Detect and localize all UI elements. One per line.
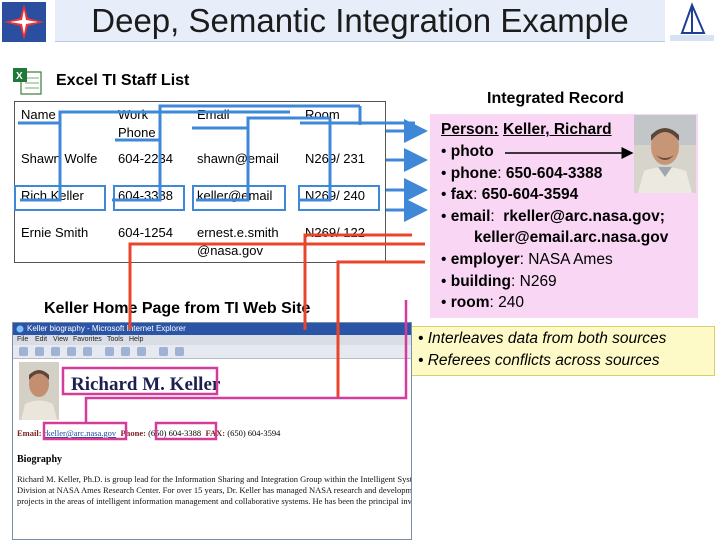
back-icon[interactable] — [19, 347, 28, 356]
favorites-icon[interactable] — [121, 347, 130, 356]
biography-line: Division at NASA Ames Research Center. F… — [17, 485, 412, 495]
menu-help[interactable]: Help — [129, 336, 144, 343]
biography-line: Richard M. Keller, Ph.D. is group lead f… — [17, 474, 412, 484]
record-employer: • employer: NASA Ames — [441, 251, 613, 268]
menu-favorites[interactable]: Favorites — [73, 336, 102, 343]
integrated-record-title: Integrated Record — [487, 90, 624, 107]
record-person: Person: Keller, Richard — [441, 120, 612, 140]
cell-name-row1: Shawn Wolfe — [21, 151, 98, 166]
browser-window: Keller biography - Microsoft Internet Ex… — [12, 322, 412, 540]
menu-edit[interactable]: Edit — [35, 336, 48, 343]
svg-text:X: X — [16, 71, 23, 82]
record-phone-label: phone — [450, 165, 498, 182]
phone-value: (650) 604-3388 — [148, 428, 202, 438]
mail-icon[interactable] — [159, 347, 168, 356]
record-phone: • phone: 650-604-3388 — [441, 165, 603, 182]
record-fax-label: fax — [450, 186, 474, 203]
record-room: • room: 240 — [441, 294, 524, 311]
record-phone-value: 650-604-3388 — [505, 165, 603, 182]
browser-window-title: Keller biography - Microsoft Internet Ex… — [27, 324, 186, 333]
cell-phone-row2: 604-3388 — [118, 188, 173, 203]
cell-room-row1: N269/ 231 — [305, 151, 365, 166]
record-email-value-1: rkeller@arc.nasa.gov; — [503, 208, 665, 225]
biography-heading: Biography — [17, 454, 63, 465]
record-email-line2: keller@email.arc.nasa.gov — [474, 228, 668, 248]
staff-table: Name Work Phone Email Room Shawn Wolfe 6… — [14, 101, 386, 263]
cell-name-row3: Ernie Smith — [21, 225, 89, 240]
note-item: • Interleaves data from both sources — [418, 330, 667, 347]
record-building-value: N269 — [519, 273, 557, 290]
record-building: • building: N269 — [441, 273, 557, 290]
browser-content: Richard M. Keller Email: rkeller@arc.nas… — [13, 360, 412, 539]
compass-star-logo — [2, 2, 46, 42]
stop-icon[interactable] — [51, 347, 60, 356]
record-fax-value: 650-604-3594 — [481, 186, 579, 203]
record-fax: • fax: 650-604-3594 — [441, 186, 579, 203]
email-link[interactable]: rkeller@arc.nasa.gov — [43, 428, 117, 438]
notes-box: • Interleaves data from both sources • R… — [411, 326, 715, 376]
home-page-caption: Keller Home Page from TI Web Site — [44, 300, 311, 317]
search-icon[interactable] — [105, 347, 114, 356]
note-text: Referees conflicts across sources — [427, 352, 660, 369]
record-person-value: Keller, Richard — [503, 121, 612, 138]
record-photo-label: photo — [450, 143, 494, 160]
contact-line: Email: rkeller@arc.nasa.gov Phone: (650)… — [17, 428, 280, 438]
record-employer-value: NASA Ames — [528, 251, 613, 268]
cell-email-row1: shawn@email — [197, 151, 279, 166]
cell-email-row3: ernest.e.smith @nasa.gov — [197, 225, 279, 258]
ie-icon — [16, 325, 24, 333]
record-room-label: room — [450, 294, 490, 311]
page-title: Deep, Semantic Integration Example — [91, 2, 629, 39]
person-name-heading: Richard M. Keller — [71, 374, 221, 395]
refresh-icon[interactable] — [67, 347, 76, 356]
note-item: • Referees conflicts across sources — [418, 352, 660, 369]
record-photo: • photo — [441, 143, 494, 160]
excel-list-title: Excel TI Staff List — [56, 72, 190, 89]
record-email-label: email — [450, 208, 491, 225]
forward-icon[interactable] — [35, 347, 44, 356]
column-header-room: Room — [305, 107, 340, 122]
record-email-value-2: keller@email.arc.nasa.gov — [474, 229, 669, 246]
record-person-label: Person: — [441, 121, 499, 138]
email-label: Email: — [17, 428, 42, 438]
history-icon[interactable] — [137, 347, 146, 356]
biography-line: projects in the areas of intelligent inf… — [17, 496, 412, 506]
cell-name-row2: Rich Keller — [21, 188, 84, 203]
menu-tools[interactable]: Tools — [107, 336, 124, 343]
keller-photo — [19, 362, 59, 420]
fax-label: FAX: — [205, 428, 226, 438]
cell-room-row3: N269/ 122 — [305, 225, 365, 240]
record-room-value: 240 — [498, 294, 524, 311]
record-building-label: building — [450, 273, 511, 290]
header: Deep, Semantic Integration Example — [0, 0, 720, 44]
record-email: • email: rkeller@arc.nasa.gov; — [441, 208, 665, 225]
home-icon[interactable] — [83, 347, 92, 356]
cell-room-row2: N269/ 240 — [305, 188, 365, 203]
print-icon[interactable] — [175, 347, 184, 356]
cell-phone-row3: 604-1254 — [118, 225, 173, 240]
column-header-email: Email — [197, 107, 230, 122]
column-header-work-phone: Work Phone — [118, 107, 156, 140]
person-photo — [634, 115, 696, 193]
title-banner: Deep, Semantic Integration Example — [55, 0, 665, 42]
sail-logo — [666, 2, 718, 44]
fax-value: (650) 604-3594 — [227, 428, 281, 438]
cell-email-row2: keller@email — [197, 188, 273, 203]
sail-icon — [666, 2, 718, 44]
menu-file[interactable]: File — [17, 336, 29, 343]
record-employer-label: employer — [450, 251, 520, 268]
menu-view[interactable]: View — [53, 336, 69, 343]
phone-label: Phone: — [120, 428, 146, 438]
note-text: Interleaves data from both sources — [427, 330, 667, 347]
cell-phone-row1: 604-2234 — [118, 151, 173, 166]
excel-file-icon: X — [13, 68, 42, 95]
column-header-name: Name — [21, 107, 56, 122]
